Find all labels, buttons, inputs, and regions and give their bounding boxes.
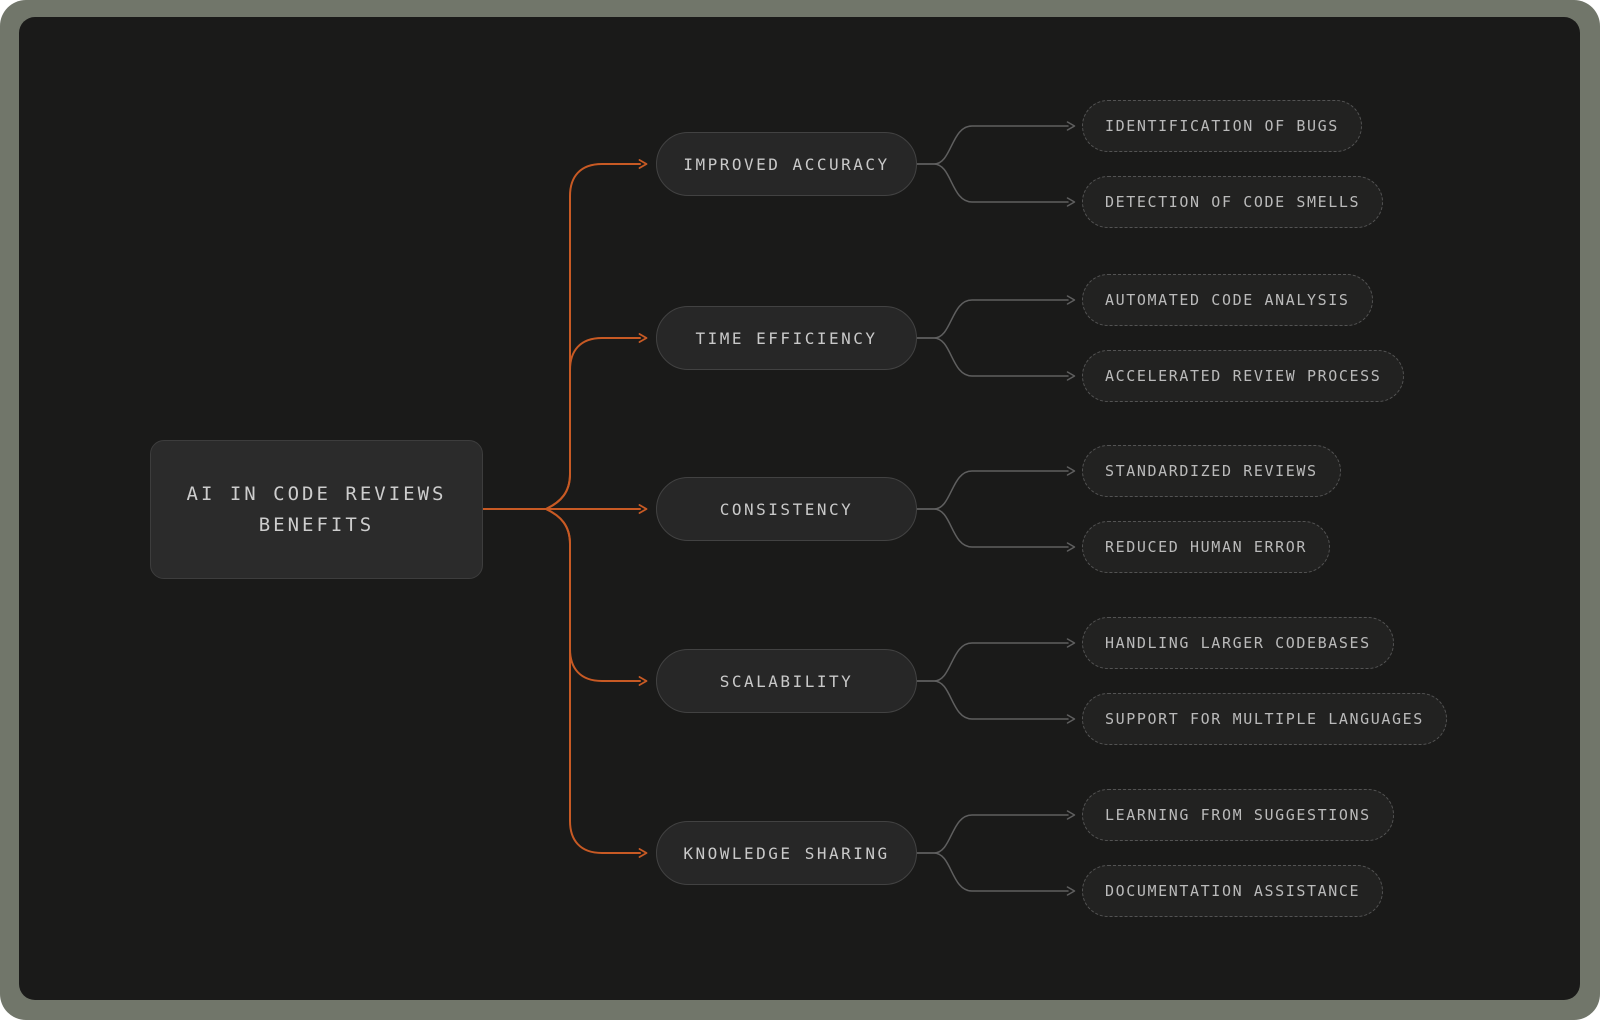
leaf-node-support-for-multiple-languages[interactable]: SUPPORT FOR MULTIPLE LANGUAGES (1082, 693, 1447, 745)
edge-time-efficiency-leaf1 (916, 295, 1076, 339)
leaf-node-accelerated-review-process[interactable]: ACCELERATED REVIEW PROCESS (1082, 350, 1405, 402)
edge-scalability-leaf1 (916, 638, 1076, 682)
edge-root-knowledge-sharing (482, 508, 648, 858)
leaf-label: REDUCED HUMAN ERROR (1105, 538, 1307, 556)
leaf-node-identification-of-bugs[interactable]: IDENTIFICATION OF BUGS (1082, 100, 1362, 152)
edge-time-efficiency-leaf2 (916, 337, 1076, 381)
branch-label: TIME EFFICIENCY (695, 328, 878, 348)
root-label-line1: AI IN CODE REVIEWS (186, 482, 447, 505)
leaf-label: AUTOMATED CODE ANALYSIS (1105, 291, 1350, 309)
leaf-label: LEARNING FROM SUGGESTIONS (1105, 806, 1371, 824)
edge-knowledge-sharing-leaf1 (916, 810, 1076, 854)
branch-label: SCALABILITY (719, 671, 854, 691)
leaf-node-reduced-human-error[interactable]: REDUCED HUMAN ERROR (1082, 521, 1330, 573)
leaf-label: DOCUMENTATION ASSISTANCE (1105, 882, 1361, 900)
mindmap-canvas[interactable]: AI IN CODE REVIEWS BENEFITS IMPROVED ACC… (19, 17, 1580, 1000)
leaf-node-learning-from-suggestions[interactable]: LEARNING FROM SUGGESTIONS (1082, 789, 1394, 841)
leaf-label: IDENTIFICATION OF BUGS (1105, 117, 1339, 135)
edge-root-scalability (482, 508, 648, 686)
leaf-node-automated-code-analysis[interactable]: AUTOMATED CODE ANALYSIS (1082, 274, 1373, 326)
branch-node-knowledge-sharing[interactable]: KNOWLEDGE SHARING (656, 821, 917, 885)
leaf-label: SUPPORT FOR MULTIPLE LANGUAGES (1105, 710, 1424, 728)
edge-knowledge-sharing-leaf2 (916, 852, 1076, 896)
edge-root-improved-accuracy (482, 159, 648, 510)
branch-label: KNOWLEDGE SHARING (683, 843, 890, 863)
leaf-node-detection-of-code-smells[interactable]: DETECTION OF CODE SMELLS (1082, 176, 1384, 228)
edge-improved-accuracy-leaf1 (916, 121, 1076, 165)
leaf-node-handling-larger-codebases[interactable]: HANDLING LARGER CODEBASES (1082, 617, 1394, 669)
edge-scalability-leaf2 (916, 680, 1076, 724)
leaf-node-documentation-assistance[interactable]: DOCUMENTATION ASSISTANCE (1082, 865, 1384, 917)
branch-node-scalability[interactable]: SCALABILITY (656, 649, 917, 713)
leaf-label: DETECTION OF CODE SMELLS (1105, 193, 1361, 211)
edge-consistency-leaf2 (916, 508, 1076, 552)
leaf-label: ACCELERATED REVIEW PROCESS (1105, 367, 1382, 385)
root-node[interactable]: AI IN CODE REVIEWS BENEFITS (150, 440, 483, 579)
leaf-label: STANDARDIZED REVIEWS (1105, 462, 1318, 480)
edge-consistency-leaf1 (916, 466, 1076, 510)
leaf-node-standardized-reviews[interactable]: STANDARDIZED REVIEWS (1082, 445, 1341, 497)
edge-root-time-efficiency (482, 333, 648, 510)
branch-node-time-efficiency[interactable]: TIME EFFICIENCY (656, 306, 917, 370)
root-label-line2: BENEFITS (258, 513, 375, 536)
branch-label: IMPROVED ACCURACY (683, 154, 890, 174)
edge-improved-accuracy-leaf2 (916, 163, 1076, 207)
branch-node-consistency[interactable]: CONSISTENCY (656, 477, 917, 541)
branch-node-improved-accuracy[interactable]: IMPROVED ACCURACY (656, 132, 917, 196)
branch-label: CONSISTENCY (719, 499, 854, 519)
leaf-label: HANDLING LARGER CODEBASES (1105, 634, 1371, 652)
edges-layer (482, 121, 1076, 896)
